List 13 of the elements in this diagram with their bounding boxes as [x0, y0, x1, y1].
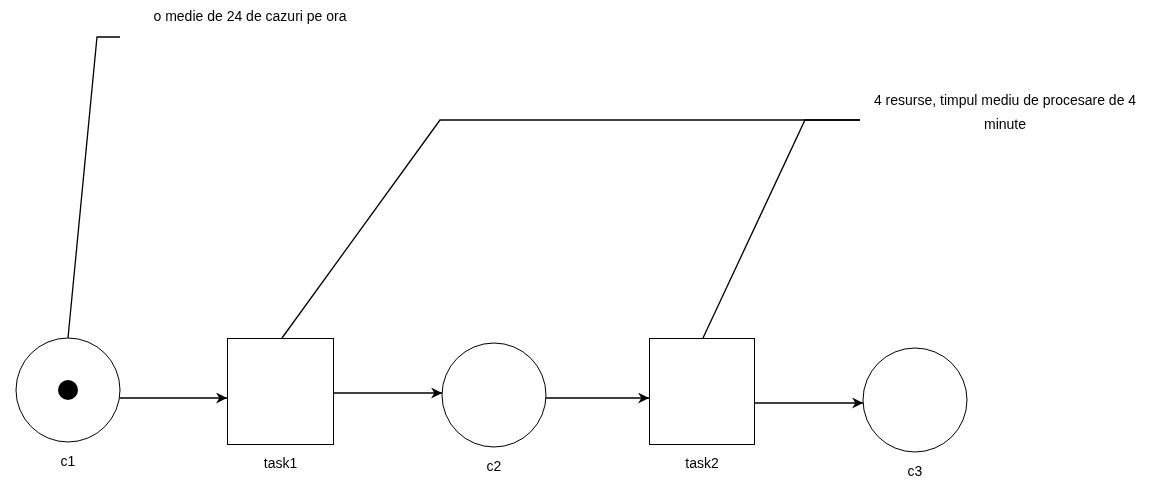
- place-label: c3: [906, 463, 924, 479]
- arrow: [545, 392, 650, 404]
- place-label: c1: [59, 453, 77, 469]
- annotation-text: o medie de 24 de cazuri pe ora: [152, 7, 348, 26]
- place-label: c2: [485, 458, 503, 474]
- arrow: [118, 392, 228, 404]
- arrow: [753, 397, 864, 409]
- transition-label: task1: [262, 455, 299, 471]
- leader-line: [702, 119, 861, 339]
- transition-label: task2: [684, 455, 720, 471]
- arrow: [332, 387, 443, 399]
- annotation-text: 4 resurse, timpul mediu de procesare de 4 minute: [872, 91, 1138, 134]
- leader-line: [67, 36, 121, 339]
